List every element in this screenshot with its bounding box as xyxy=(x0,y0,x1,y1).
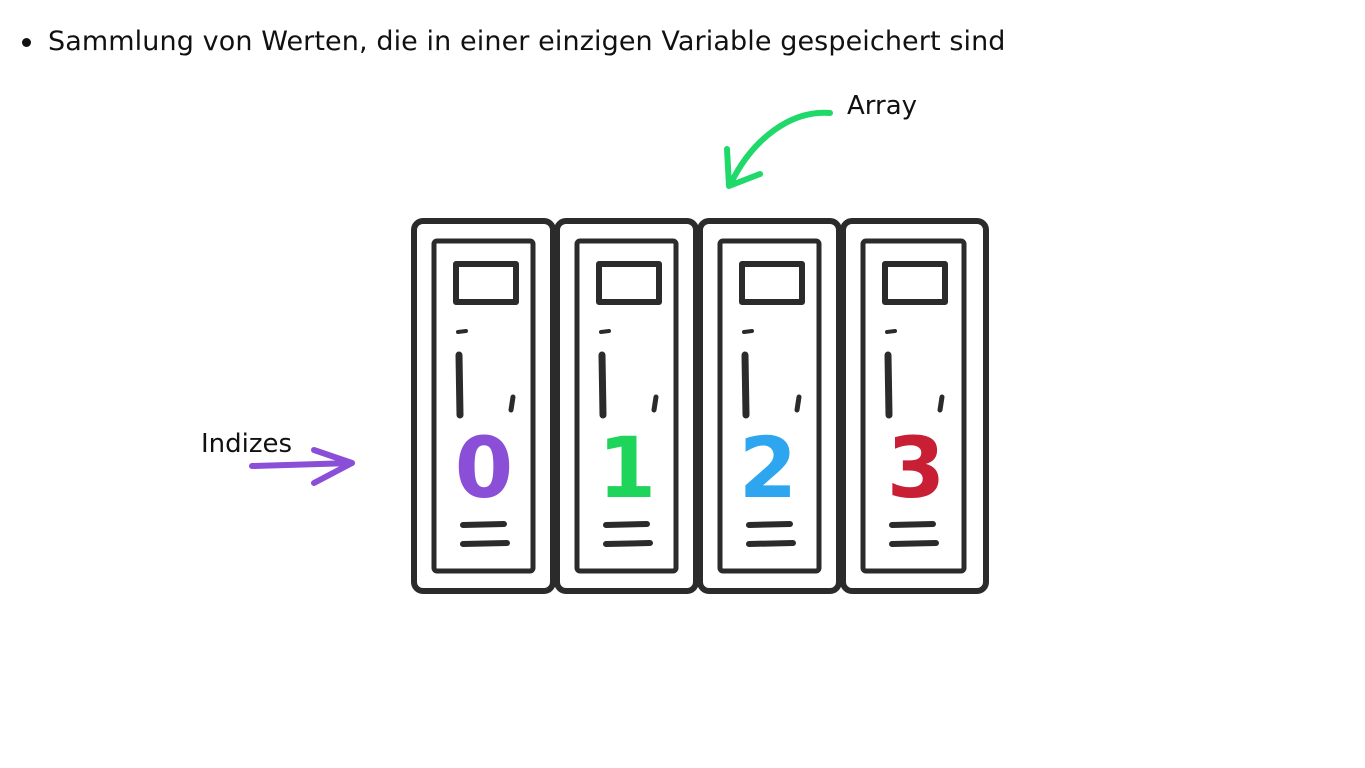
array-label: Array xyxy=(847,91,918,121)
binder-1 xyxy=(554,218,699,594)
index-1-label: 1 xyxy=(598,419,656,517)
index-2-label: 2 xyxy=(739,419,797,517)
binder-3 xyxy=(840,218,989,594)
indices-label: Indizes xyxy=(201,429,293,459)
index-3-label: 3 xyxy=(887,419,945,517)
index-0-label: 0 xyxy=(455,419,513,517)
binder-2 xyxy=(697,218,842,594)
bullet-text: Sammlung von Werten, die in einer einzig… xyxy=(48,26,1006,57)
binder-0 xyxy=(411,218,556,594)
indices-arrow-icon xyxy=(249,447,355,486)
bullet-point: Sammlung von Werten, die in einer einzig… xyxy=(22,24,1006,60)
array-arrow-icon xyxy=(724,109,833,189)
bullet-dot xyxy=(22,37,31,47)
